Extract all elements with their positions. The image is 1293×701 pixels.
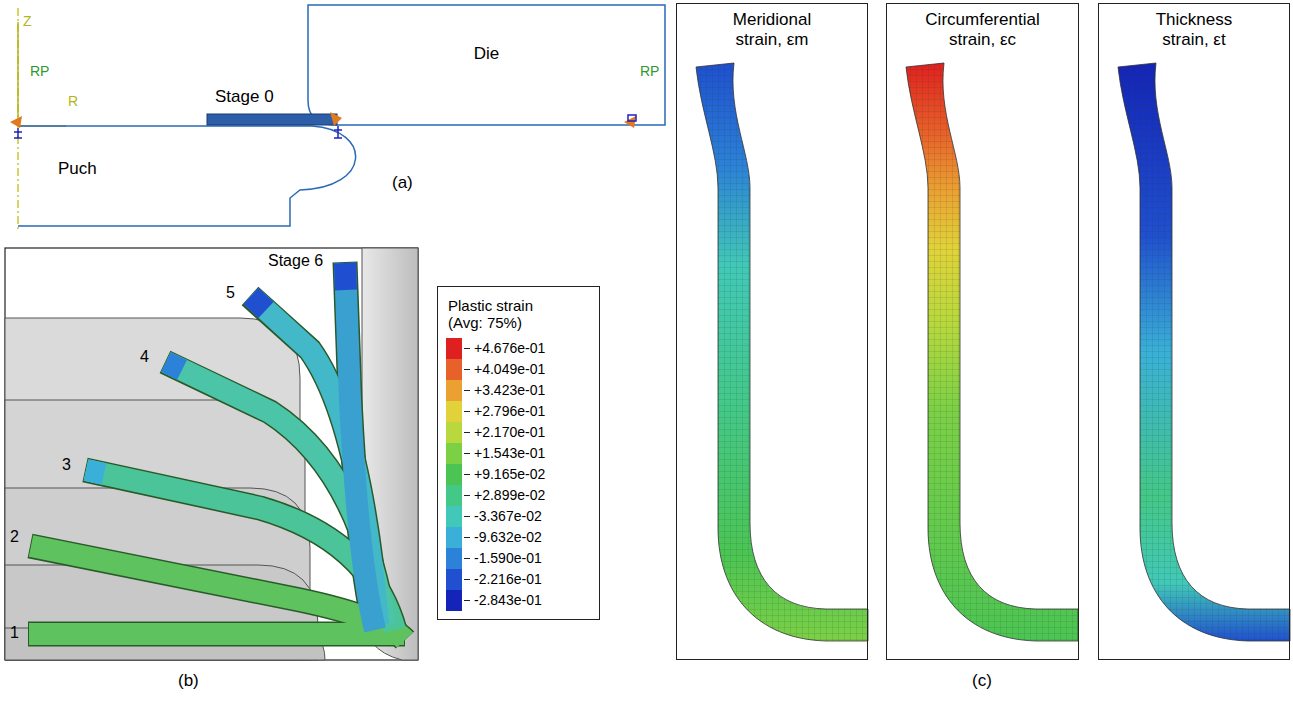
node-text: Plastic strain (Avg: 75%): [448, 297, 568, 332]
legend-text: +3.423e-01: [474, 382, 545, 398]
legend-row: +9.165e-02: [446, 464, 545, 485]
legend-tick: [464, 348, 470, 349]
legend-tick: [464, 432, 470, 433]
stage-label: Stage 6: [268, 252, 323, 270]
panel-label: (c): [972, 672, 992, 691]
legend-row: -2.843e-01: [446, 590, 545, 611]
legend-swatch: [446, 359, 462, 380]
legend-row: -1.590e-01: [446, 548, 545, 569]
punch-shape: Puch: [18, 127, 290, 225]
legend-text: -1.590e-01: [474, 550, 542, 566]
legend-swatch: [446, 380, 462, 401]
legend-tick: [464, 411, 470, 412]
legend-row: -2.216e-01: [446, 569, 545, 590]
legend-text: -2.216e-01: [474, 571, 542, 587]
legend-tick: [464, 558, 470, 559]
legend-tick: [464, 369, 470, 370]
stage-label: Stage 0: [215, 88, 274, 107]
legend-text: +4.049e-01: [474, 361, 545, 377]
stage-number: 1: [10, 624, 19, 642]
legend-tick: [464, 537, 470, 538]
reference-point: RP: [640, 64, 659, 79]
axis-label: Z: [23, 14, 32, 29]
legend-swatch: [446, 464, 462, 485]
legend-tick: [464, 600, 470, 601]
stage-number: 3: [62, 456, 71, 474]
stage-number: 4: [140, 348, 149, 366]
node-text: Puch: [58, 159, 97, 179]
strain-panel: Meridional strain, εm: [676, 3, 868, 660]
legend-text: -2.843e-01: [474, 592, 542, 608]
legend-row: +4.676e-01: [446, 338, 545, 359]
panel-label: (a): [392, 174, 413, 193]
legend-text: +2.899e-02: [474, 487, 545, 503]
legend-row: -9.632e-02: [446, 527, 545, 548]
legend-row: +2.796e-01: [446, 401, 545, 422]
node-text: Circumferential strain, εc: [908, 10, 1058, 49]
stage-number: 5: [226, 284, 235, 302]
node-text: Meridional strain, εm: [710, 10, 835, 49]
legend-swatch: [446, 443, 462, 464]
stage-number: 2: [10, 528, 19, 546]
legend-text: +4.676e-01: [474, 340, 545, 356]
legend-swatch: [446, 485, 462, 506]
strain-panel: Thickness strain, εt: [1098, 3, 1290, 660]
panel-a-drawing: [10, 5, 665, 232]
legend-row: +1.543e-01: [446, 443, 545, 464]
legend-tick: [464, 516, 470, 517]
legend-swatch: [446, 422, 462, 443]
legend-swatch: [446, 569, 462, 590]
legend-row: +2.899e-02: [446, 485, 545, 506]
legend-row: +4.049e-01: [446, 359, 545, 380]
legend-swatch: [446, 338, 462, 359]
legend-tick: [464, 390, 470, 391]
legend-row: +2.170e-01: [446, 422, 545, 443]
legend-swatch: [446, 527, 462, 548]
panel-c-drawing: [696, 63, 1290, 641]
node-text: Die: [474, 44, 500, 64]
panel-label: (b): [178, 672, 199, 691]
node-text: Thickness strain, εt: [1139, 10, 1249, 49]
legend-swatch: [446, 590, 462, 611]
legend-swatch: [446, 548, 462, 569]
legend-tick: [464, 495, 470, 496]
legend-swatch: [446, 506, 462, 527]
legend-scale: +4.676e-01 +4.049e-01 +3.423e-01 +2.796e-01…: [446, 338, 545, 611]
reference-point: RP: [30, 64, 49, 79]
die-shape: Die: [308, 5, 665, 125]
legend-text: +9.165e-02: [474, 466, 545, 482]
legend-text: -3.367e-02: [474, 508, 542, 524]
legend-row: +3.423e-01: [446, 380, 545, 401]
legend-row: -3.367e-02: [446, 506, 545, 527]
legend-tick: [464, 579, 470, 580]
strain-panel: Circumferential strain, εc: [886, 3, 1079, 660]
legend-tick: [464, 453, 470, 454]
axis-label: R: [68, 94, 78, 109]
legend-text: +2.796e-01: [474, 403, 545, 419]
legend-text: +2.170e-01: [474, 424, 545, 440]
legend-text: -9.632e-02: [474, 529, 542, 545]
legend-tick: [464, 474, 470, 475]
legend-swatch: [446, 401, 462, 422]
legend-text: +1.543e-01: [474, 445, 545, 461]
panel-b-drawing: [5, 248, 418, 660]
